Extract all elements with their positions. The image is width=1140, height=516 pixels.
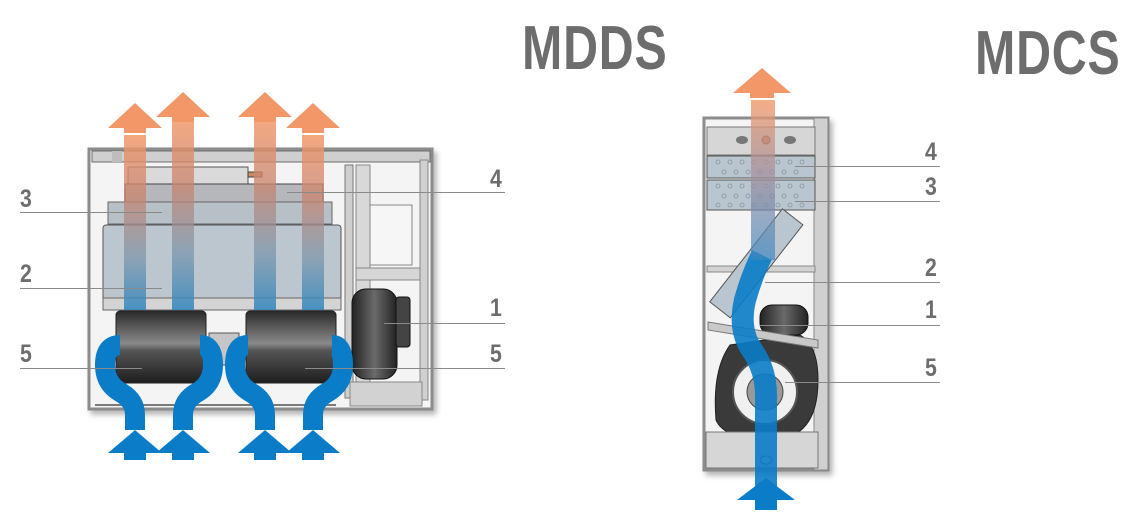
- mdds-cold-air-paths: [95, 335, 353, 430]
- mdcs-leader-motor: [760, 325, 940, 326]
- mdds-label-motor: 1: [490, 294, 502, 322]
- mdcs-motor: [759, 304, 809, 336]
- cold-arrow-up-icon: [238, 430, 292, 460]
- mdds-leader-heater: [287, 192, 505, 193]
- mdcs-leader-filter: [795, 201, 940, 202]
- title-mdcs: MDCS: [975, 19, 1121, 88]
- mdds-label-coil: 2: [20, 260, 32, 288]
- cold-arrow-up-icon: [737, 478, 795, 510]
- mdcs-label-heater: 4: [925, 138, 937, 166]
- mdds-leader-filter: [20, 212, 162, 213]
- mdds-warm-air-arrows: [108, 92, 340, 133]
- mdds-label-heater: 4: [490, 165, 502, 193]
- warm-arrow-up-icon: [733, 68, 791, 98]
- cold-arrow-up-icon: [286, 430, 340, 460]
- mdds-blower-left: [115, 310, 207, 384]
- warm-arrow-up-icon: [156, 92, 210, 122]
- mdds-unit: [87, 92, 434, 460]
- mdcs-label-filter: 3: [925, 173, 937, 201]
- mdcs-leader-heater: [795, 166, 940, 167]
- mdds-blower-right: [245, 310, 337, 384]
- mdds-air-columns: [124, 118, 324, 310]
- mdcs-leader-coil: [765, 282, 940, 283]
- cold-arrow-up-icon: [156, 430, 210, 460]
- mdds-label-fan-left: 5: [20, 340, 32, 368]
- mdcs-unit: [702, 68, 830, 510]
- mdds-leader-motor: [384, 323, 505, 324]
- mdcs-label-coil: 2: [925, 254, 937, 282]
- mdds-side-compartment: [344, 164, 354, 399]
- warm-arrow-up-icon: [238, 92, 292, 122]
- mdds-label-fan-right: 5: [490, 340, 502, 368]
- mdcs-warm-air-column: [751, 100, 775, 260]
- mdds-motor: [351, 288, 398, 380]
- mdds-leader-coil: [20, 288, 162, 289]
- mdcs-cold-air-path: [731, 250, 777, 510]
- mdcs-label-fan: 5: [925, 354, 937, 382]
- mdds-cold-air-arrows: [108, 430, 340, 460]
- mdcs-label-motor: 1: [925, 296, 937, 324]
- mdcs-leader-fan: [785, 382, 940, 383]
- warm-arrow-up-icon: [286, 103, 340, 133]
- title-mdds: MDDS: [522, 14, 668, 83]
- mdds-label-filter: 3: [20, 185, 32, 213]
- cold-arrow-up-icon: [108, 430, 162, 460]
- warm-arrow-up-icon: [108, 103, 162, 133]
- mdds-leader-fan-left: [20, 368, 142, 369]
- mdds-leader-fan-right: [305, 368, 505, 369]
